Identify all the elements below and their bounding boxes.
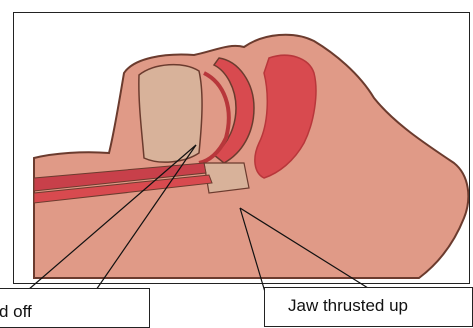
airway-diagram <box>13 12 470 284</box>
jaw-block <box>204 163 249 193</box>
callout-right-text: Jaw thrusted up <box>288 296 408 315</box>
lip-region <box>139 65 202 163</box>
head-skin <box>34 35 468 278</box>
callout-label-right: Jaw thrusted up <box>264 287 473 327</box>
callout-left-text: d off <box>0 302 32 321</box>
callout-label-left: d off <box>0 288 150 328</box>
head-airway-illustration <box>14 13 469 283</box>
